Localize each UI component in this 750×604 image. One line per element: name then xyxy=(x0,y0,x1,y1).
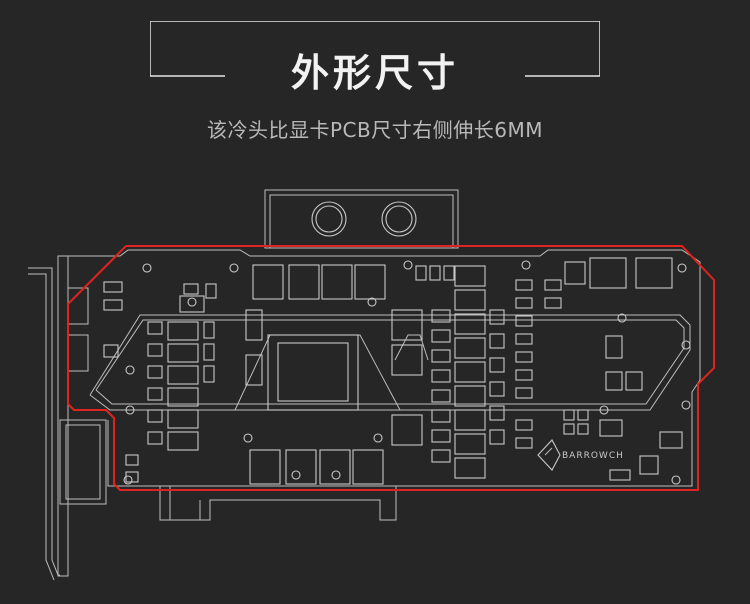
vrm-left xyxy=(147,295,215,451)
vrm-right xyxy=(415,265,505,479)
misc-components xyxy=(103,257,683,483)
pci-bracket xyxy=(28,255,107,581)
memory-chips xyxy=(245,264,423,485)
mounting-holes xyxy=(123,260,691,485)
gpu-core xyxy=(267,334,359,411)
title-frame xyxy=(150,21,600,77)
page-title: 外形尺寸 xyxy=(290,51,459,95)
page-subtitle: 该冷头比显卡PCB尺寸右侧伸长6MM xyxy=(207,118,543,142)
brand-logo-text: BARROWCH xyxy=(562,451,624,461)
brand-logo xyxy=(537,439,561,471)
pcb-outline xyxy=(68,249,701,521)
waterblock-outline xyxy=(67,245,715,491)
terminal-block xyxy=(264,189,459,249)
gpu-waterblock-diagram: BARROWCH xyxy=(28,189,715,581)
